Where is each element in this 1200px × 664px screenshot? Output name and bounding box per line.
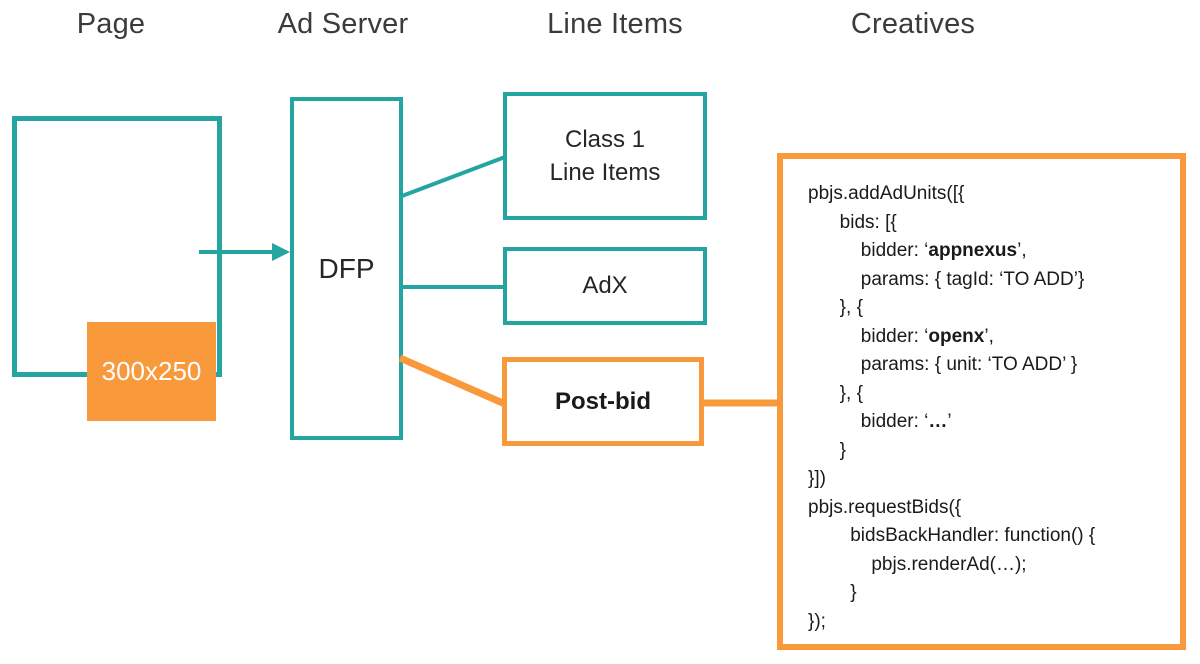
code-line: }	[808, 582, 857, 603]
post-bid-label: Post-bid	[555, 387, 651, 415]
class1-label-line1: Class 1	[564, 126, 646, 153]
column-header-creatives: Creatives	[850, 8, 976, 40]
dfp-label: DFP	[318, 252, 375, 284]
code-line: bidder: ‘openx’,	[808, 325, 994, 347]
class1-line-items-box: Class 1 Line Items	[503, 92, 707, 220]
adx-label: AdX	[582, 272, 628, 299]
page-box: 300x250	[12, 116, 222, 421]
code-line: bidder: ‘appnexus’,	[808, 240, 1027, 261]
code-line: params: { unit: ‘TO ADD’ }	[808, 354, 1078, 375]
class1-label-line2: Line Items	[549, 159, 661, 186]
code-line: bids: [{	[808, 211, 897, 233]
code-line: }	[808, 439, 847, 461]
ad-slot-box: 300x250	[87, 322, 216, 421]
code-line: });	[808, 610, 826, 632]
code-line: pbjs.addAdUnits([{	[808, 183, 965, 204]
dfp-box: DFP	[290, 97, 403, 440]
connector-dfp-postbid	[398, 354, 507, 408]
post-bid-box: Post-bid	[502, 357, 704, 446]
code-line: bidder: ‘…’	[808, 411, 952, 432]
connector-dfp-class1	[401, 155, 506, 198]
code-line: }, {	[808, 382, 863, 404]
code-line: }, {	[808, 297, 863, 318]
prebid-code-block: pbjs.addAdUnits([{ bids: [{ bidder: ‘app…	[808, 180, 1174, 636]
code-line: }])	[808, 468, 826, 489]
column-header-page: Page	[76, 8, 146, 40]
ad-slot-label: 300x250	[101, 356, 202, 386]
column-header-line-items: Line Items	[547, 8, 683, 40]
column-header-ad-server: Ad Server	[277, 8, 409, 40]
code-line: pbjs.requestBids({	[808, 496, 962, 518]
code-line: params: { tagId: ‘TO ADD’}	[808, 268, 1085, 290]
code-line: bidsBackHandler: function() {	[808, 525, 1096, 546]
creatives-code-box: pbjs.addAdUnits([{ bids: [{ bidder: ‘app…	[777, 153, 1186, 650]
adx-box: AdX	[503, 247, 707, 325]
code-line: pbjs.renderAd(…);	[808, 553, 1027, 575]
arrowhead-adslot-dfp	[272, 243, 290, 261]
